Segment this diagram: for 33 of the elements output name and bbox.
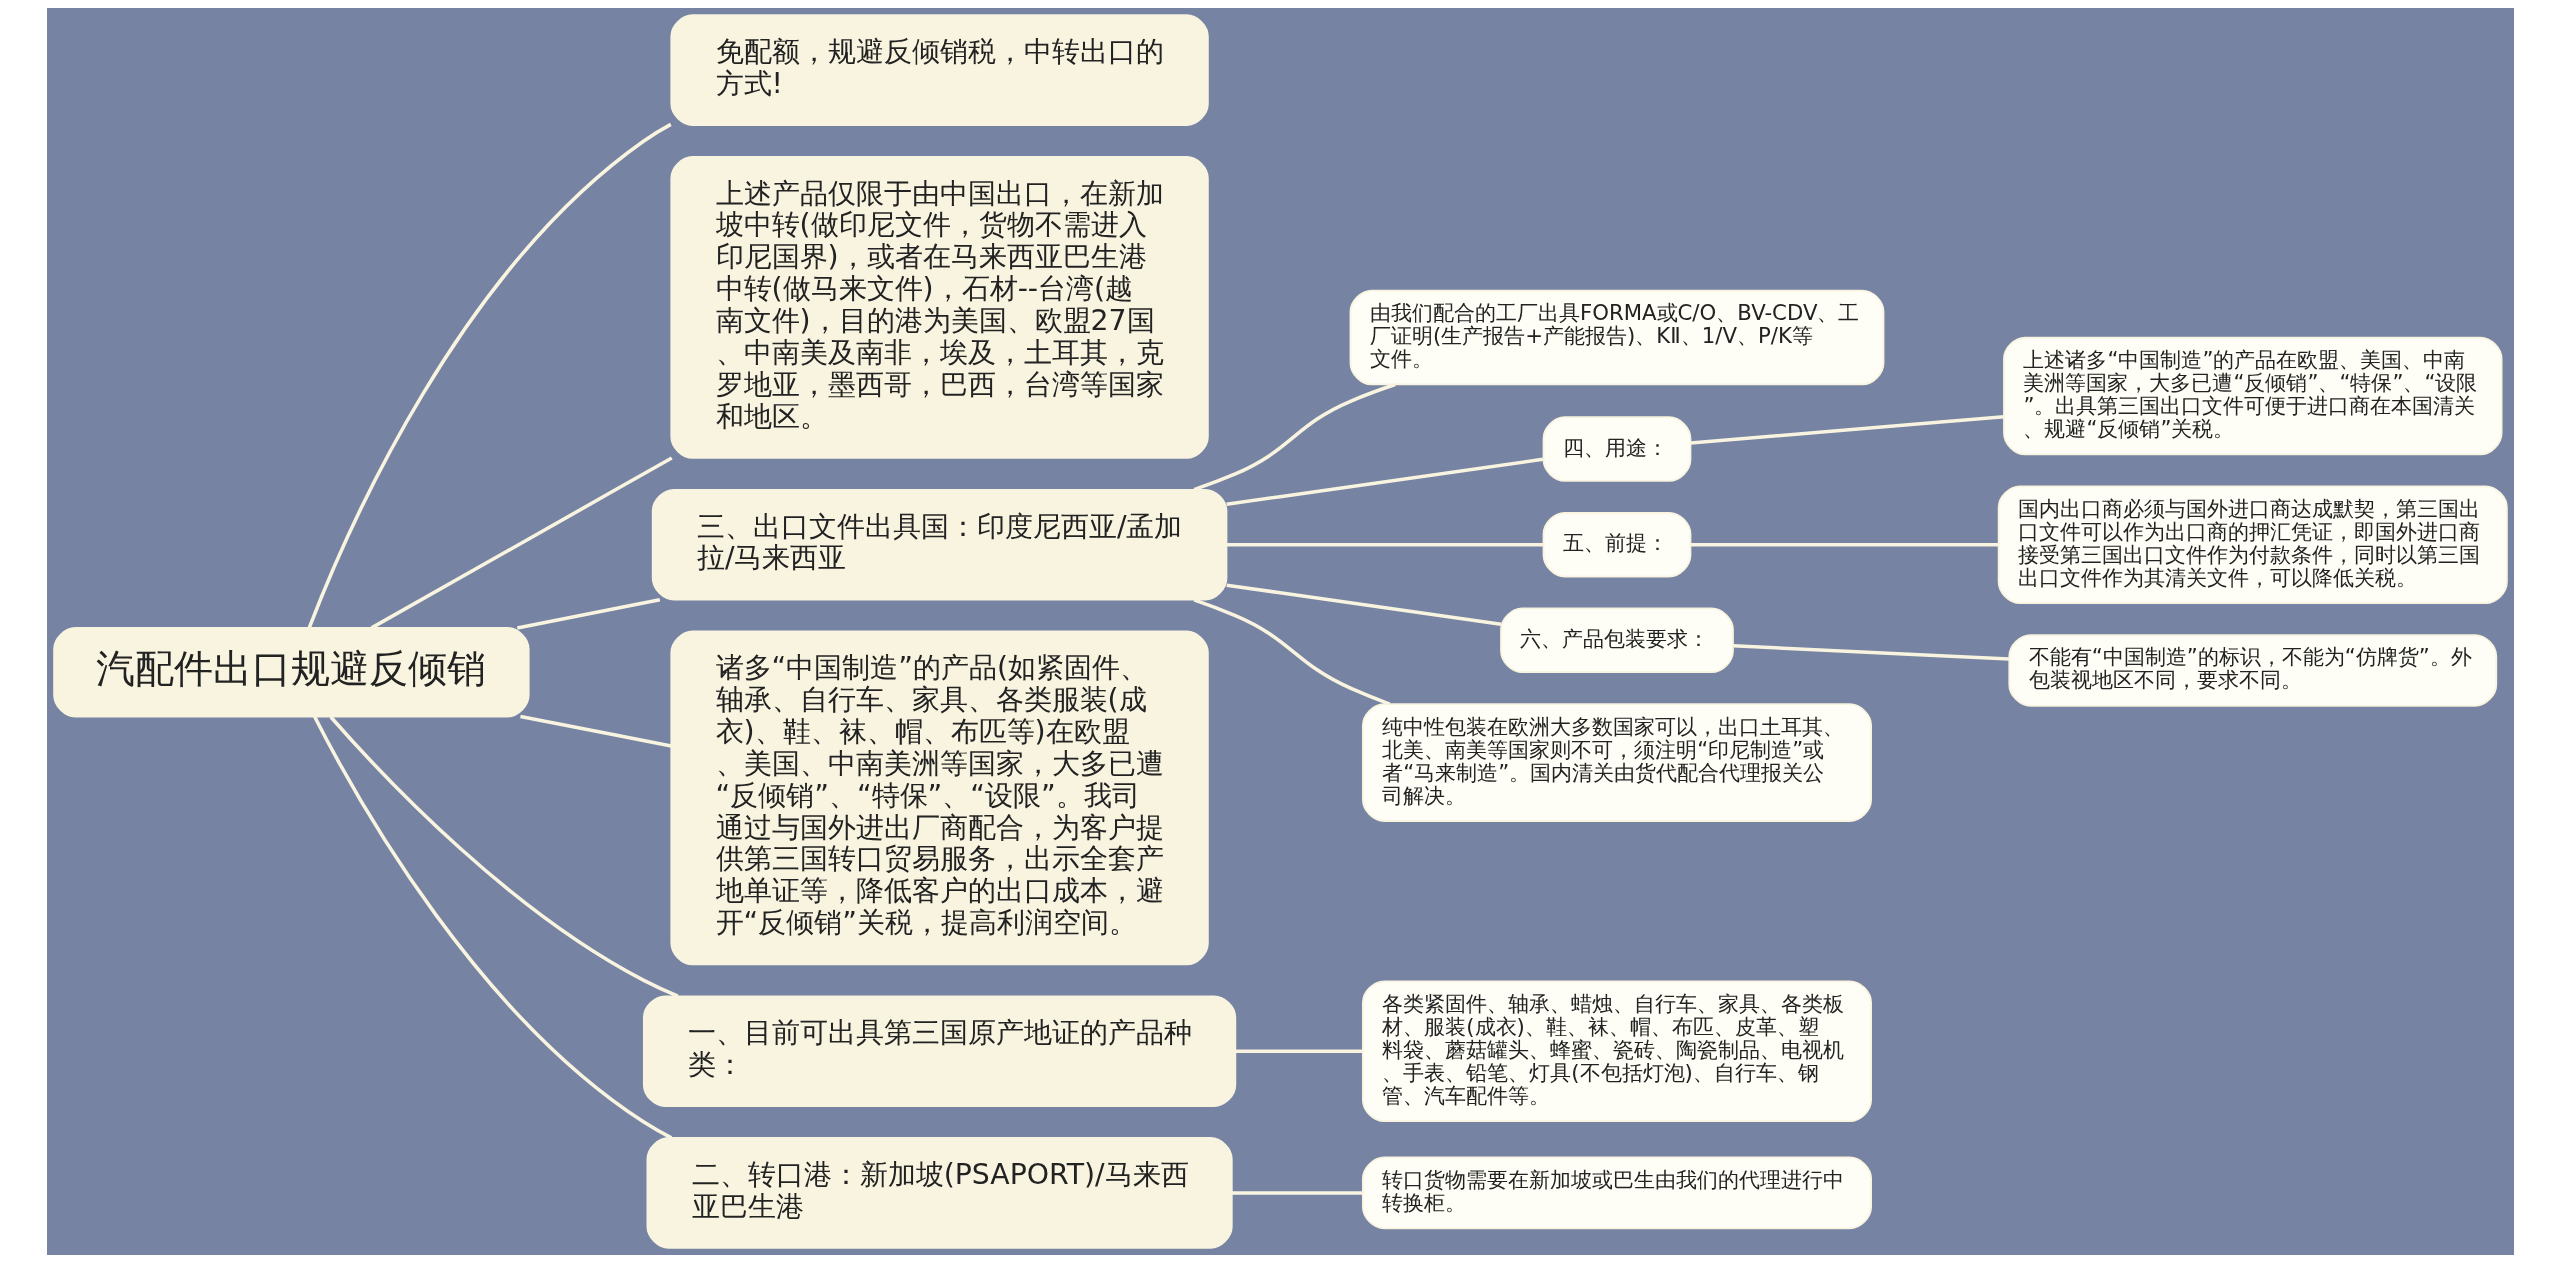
connector xyxy=(370,456,673,630)
node-box: 上述产品仅限于由中国出口，在新加坡中转(做印尼文件，货物不需进入印尼国界)，或者在马来西亚巴生港中转(做马来文件)，石材--台湾(越南文件)，目的港为美国、欧盟27国、中南美及南非，埃及，土耳其，克罗地亚，墨西哥，巴西，台湾等国家和地区。 xyxy=(669,156,1209,459)
connector xyxy=(329,715,679,998)
connector xyxy=(1690,542,1998,547)
connector xyxy=(1226,542,1543,547)
node-box: 五、前提： xyxy=(1542,511,1691,578)
node-box: 免配额，规避反倾销税，中转出口的方式! xyxy=(669,14,1209,126)
node-box: 各类紧固件、轴承、蜡烛、自行车、家具、各类板材、服装(成衣)、鞋、袜、帽、布匹、皮革、塑料袋、蘑菇罐头、蜂蜜、瓷砖、陶瓷制品、电视机、手表、铅笔、灯具(不包括灯泡)、自行车、钢管、汽车配件等。 xyxy=(1361,980,1872,1123)
node-box: 汽配件出口规避反倾销 xyxy=(52,627,530,718)
connector xyxy=(1234,1049,1363,1053)
node-box: 由我们配合的工厂出具FORMA或C/O、BV-CDV、工厂证明(生产报告+产能报告)、KⅡ、1/V、P/K等文件。 xyxy=(1349,289,1884,386)
connector xyxy=(1225,457,1543,506)
node-box: 上述诸多“中国制造”的产品在欧盟、美国、中南美洲等国家，大多已遭“反倾销”、“特保”、“设限”。出具第三国出口文件可便于进口商在本国清关、规避“反倾销”关税。 xyxy=(2002,336,2502,456)
node-box: 二、转口港：新加坡(PSAPORT)/马来西亚巴生港 xyxy=(646,1137,1233,1249)
connector xyxy=(1193,598,1390,706)
connector xyxy=(1193,382,1396,492)
connector xyxy=(312,715,672,1140)
connector xyxy=(1225,583,1501,626)
connector xyxy=(1690,414,2004,445)
node-box: 国内出口商必须与国外进口商达成默契，第三国出口文件可以作为出口商的押汇凭证，即国外进口商接受第三国出口文件作为付款条件，同时以第三国出口文件作为其清关文件，可以降低关税。 xyxy=(1997,485,2508,605)
node-box: 一、目前可出具第三国原产地证的产品种类： xyxy=(642,995,1236,1107)
node-box: 四、用途： xyxy=(1542,416,1691,482)
node-box: 六、产品包装要求： xyxy=(1499,607,1734,674)
connector xyxy=(519,714,672,748)
connector xyxy=(1231,1191,1363,1195)
node-box: 诸多“中国制造”的产品(如紧固件、轴承、自行车、家具、各类服装(成衣)、鞋、袜、帽、布匹等)在欧盟、美国、中南美洲等国家，大多已遭“反倾销”、“特保”、“设限”。我司通过与国外进出厂商配合，为客户提供第三国转口贸易服务，出示全套产地单证等，降低客户的出口成本，避开“反倾销”关税，提高利润空间。 xyxy=(669,630,1209,966)
node-box: 转口货物需要在新加坡或巴生由我们的代理进行中转换柜。 xyxy=(1361,1156,1872,1230)
node-box: 不能有“中国制造”的标识，不能为“仿牌货”。外包装视地区不同，要求不同。 xyxy=(2007,634,2497,707)
connector xyxy=(516,597,660,630)
node-box: 纯中性包装在欧洲大多数国家可以，出口土耳其、北美、南美等国家则不可，须注明“印尼制造”或者“马来制造”。国内清关由货代配合代理报关公司解决。 xyxy=(1361,703,1872,822)
connector xyxy=(307,122,672,629)
node-box: 三、出口文件出具国：印度尼西亚/孟加拉/马来西亚 xyxy=(651,488,1227,601)
connector xyxy=(1732,644,2009,661)
